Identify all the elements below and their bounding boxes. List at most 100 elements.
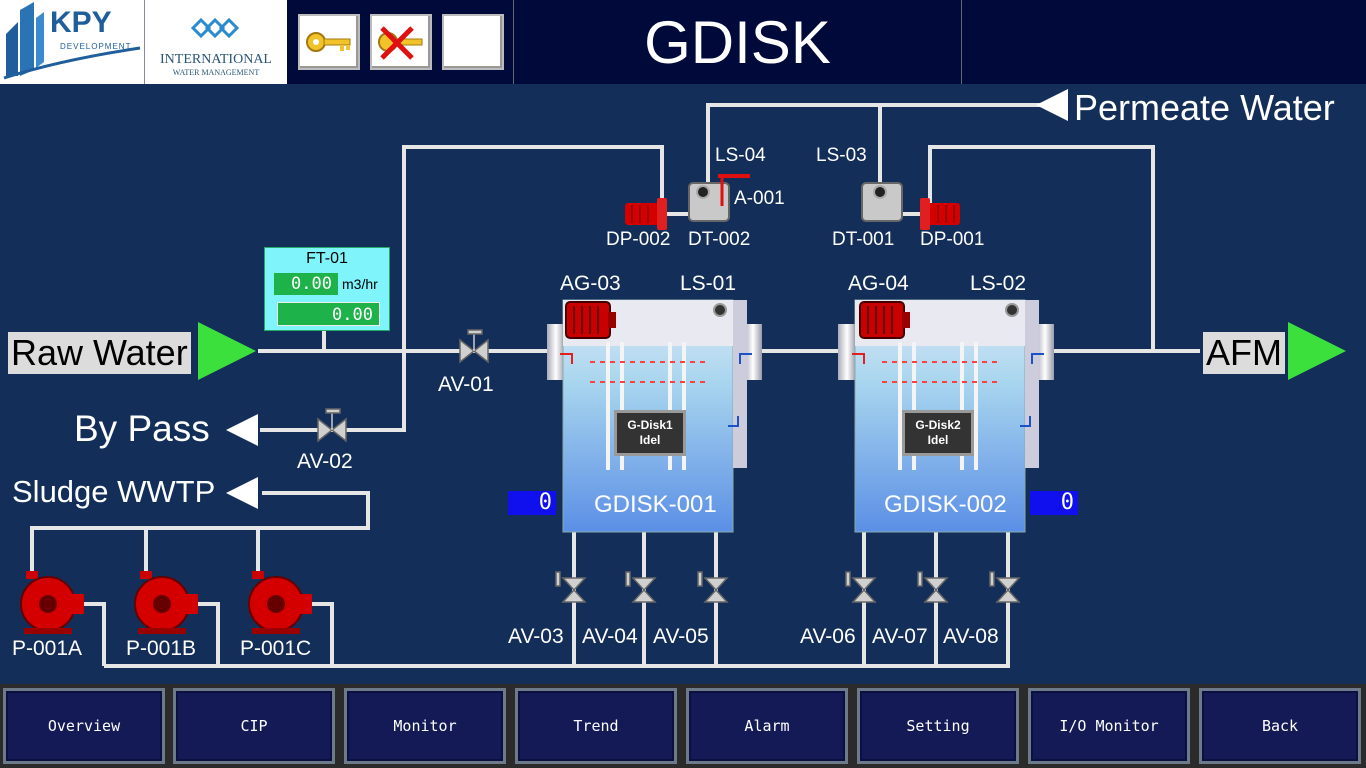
av-03-valve[interactable]: [554, 570, 588, 606]
process-diagram: [20, 89, 1346, 668]
ag-03-motor-icon: [565, 301, 616, 339]
p-001a-label: P-001A: [12, 637, 83, 660]
gdisk-002-counter: 0: [1030, 491, 1078, 515]
gdisk-001-status-line2: Idel: [639, 433, 661, 447]
ft-01-flowmeter[interactable]: FT-01 0.00 m3/hr 0.00: [264, 247, 390, 331]
dt-002-label: DT-002: [688, 229, 751, 250]
av-02-valve[interactable]: [316, 406, 350, 444]
ft-01-unit: m3/hr: [342, 276, 378, 292]
nav-trend-button[interactable]: Trend: [515, 688, 677, 764]
dp-002-label: DP-002: [606, 229, 671, 250]
ag-03-motor[interactable]: [564, 300, 618, 340]
dt-001-label: DT-001: [832, 229, 895, 250]
av-07-valve[interactable]: [916, 570, 950, 606]
av-04-valve[interactable]: [624, 570, 658, 606]
key-icon: [306, 32, 351, 52]
av-05-valve-icon: [697, 571, 729, 603]
dp-001-pump[interactable]: [918, 196, 964, 232]
p-001a-pump-icon: [20, 571, 84, 634]
p-001c-pump-icon: [248, 571, 312, 634]
afm-arrow-icon: [1288, 322, 1346, 380]
av-01-valve[interactable]: [458, 328, 492, 366]
dt-001-tank-icon: [861, 182, 903, 222]
nav-setting-button[interactable]: Setting: [857, 688, 1019, 764]
gdisk-002-status-line1: G-Disk2: [915, 418, 961, 432]
a-001-mixer-icon: [718, 174, 750, 206]
av-08-valve-icon: [989, 571, 1021, 603]
gdisk-001-label: GDISK-001: [594, 491, 717, 518]
ls-03-label: LS-03: [816, 145, 867, 166]
key-cancel-icon: [378, 26, 423, 60]
av-01-label: AV-01: [438, 373, 494, 396]
nav-bar: Overview CIP Monitor Trend Alarm Setting…: [0, 684, 1366, 768]
blank-button[interactable]: [442, 14, 504, 70]
dp-001-label: DP-001: [920, 229, 985, 250]
p-001a-pump[interactable]: [18, 570, 86, 636]
sludge-arrow-icon: [226, 477, 258, 509]
gdisk-001-counter: 0: [508, 491, 556, 515]
gdisk-001-status-line1: G-Disk1: [627, 418, 673, 432]
nav-monitor-button[interactable]: Monitor: [344, 688, 506, 764]
title-panel: GDISK: [513, 0, 962, 84]
raw-water-label: Raw Water: [8, 332, 191, 374]
av-03-valve-icon: [555, 571, 587, 603]
p-001b-label: P-001B: [126, 637, 197, 660]
dt-002-tank-icon: [688, 182, 730, 222]
ag-04-motor[interactable]: [858, 300, 912, 340]
page-title: GDISK: [644, 9, 831, 76]
kpy-logo: KPY DEVELOPMENT: [0, 0, 145, 84]
p-001b-pump[interactable]: [132, 570, 200, 636]
p-001b-pump-icon: [134, 571, 198, 634]
gdisk-002-status[interactable]: G-Disk2 Idel: [902, 410, 974, 456]
av-04-label: AV-04: [582, 625, 638, 648]
av-01-valve-icon: [459, 329, 489, 364]
ag-04-motor-icon: [859, 301, 910, 339]
dp-001-pump-icon: [920, 198, 960, 230]
p-001c-label: P-001C: [240, 637, 312, 660]
ft-01-flow-value: 0.00: [274, 273, 338, 295]
ls-01-label: LS-01: [680, 272, 737, 295]
permeate-arrow-icon: [1036, 89, 1068, 121]
a-001-label: A-001: [734, 188, 785, 209]
iwm-logo-sub: WATER MANAGEMENT: [172, 68, 260, 77]
ag-03-label: AG-03: [560, 272, 621, 295]
p-001c-pump[interactable]: [246, 570, 314, 636]
permeate-water-label: Permeate Water: [1074, 87, 1335, 128]
nav-cip-button[interactable]: CIP: [173, 688, 335, 764]
ls-04-label: LS-04: [715, 145, 766, 166]
av-03-label: AV-03: [508, 625, 564, 648]
nav-alarm-button[interactable]: Alarm: [686, 688, 848, 764]
av-07-valve-icon: [917, 571, 949, 603]
kpy-building-icon: [3, 2, 141, 80]
av-05-valve[interactable]: [696, 570, 730, 606]
nav-overview-button[interactable]: Overview: [3, 688, 165, 764]
kpy-logo-sub: DEVELOPMENT: [60, 42, 132, 51]
av-02-label: AV-02: [297, 450, 353, 473]
iwm-logo-icon: [190, 17, 240, 39]
iwm-logo-text: INTERNATIONAL: [160, 52, 272, 67]
gdisk-001-status[interactable]: G-Disk1 Idel: [614, 410, 686, 456]
kpy-logo-text: KPY: [50, 6, 112, 39]
ft-01-tag: FT-01: [306, 250, 348, 267]
nav-io-monitor-button[interactable]: I/O Monitor: [1028, 688, 1190, 764]
ls-02-label: LS-02: [970, 272, 1027, 295]
av-06-valve-icon: [845, 571, 877, 603]
ft-01-total-value: 0.00: [277, 302, 380, 326]
dp-002-pump-icon: [625, 198, 667, 230]
logout-key-button[interactable]: [370, 14, 432, 70]
av-04-valve-icon: [625, 571, 657, 603]
ag-04-label: AG-04: [848, 272, 909, 295]
by-pass-label: By Pass: [74, 408, 210, 449]
nav-back-button[interactable]: Back: [1199, 688, 1361, 764]
gdisk-002-label: GDISK-002: [884, 491, 1007, 518]
av-06-valve[interactable]: [844, 570, 878, 606]
av-05-label: AV-05: [653, 625, 709, 648]
av-08-valve[interactable]: [988, 570, 1022, 606]
av-06-label: AV-06: [800, 625, 856, 648]
dp-002-pump[interactable]: [622, 196, 670, 232]
login-key-button[interactable]: [298, 14, 360, 70]
av-02-valve-icon: [317, 408, 347, 443]
raw-water-arrow-icon: [198, 322, 256, 380]
iwm-logo: INTERNATIONAL WATER MANAGEMENT: [145, 0, 287, 84]
bypass-arrow-icon: [226, 414, 258, 446]
